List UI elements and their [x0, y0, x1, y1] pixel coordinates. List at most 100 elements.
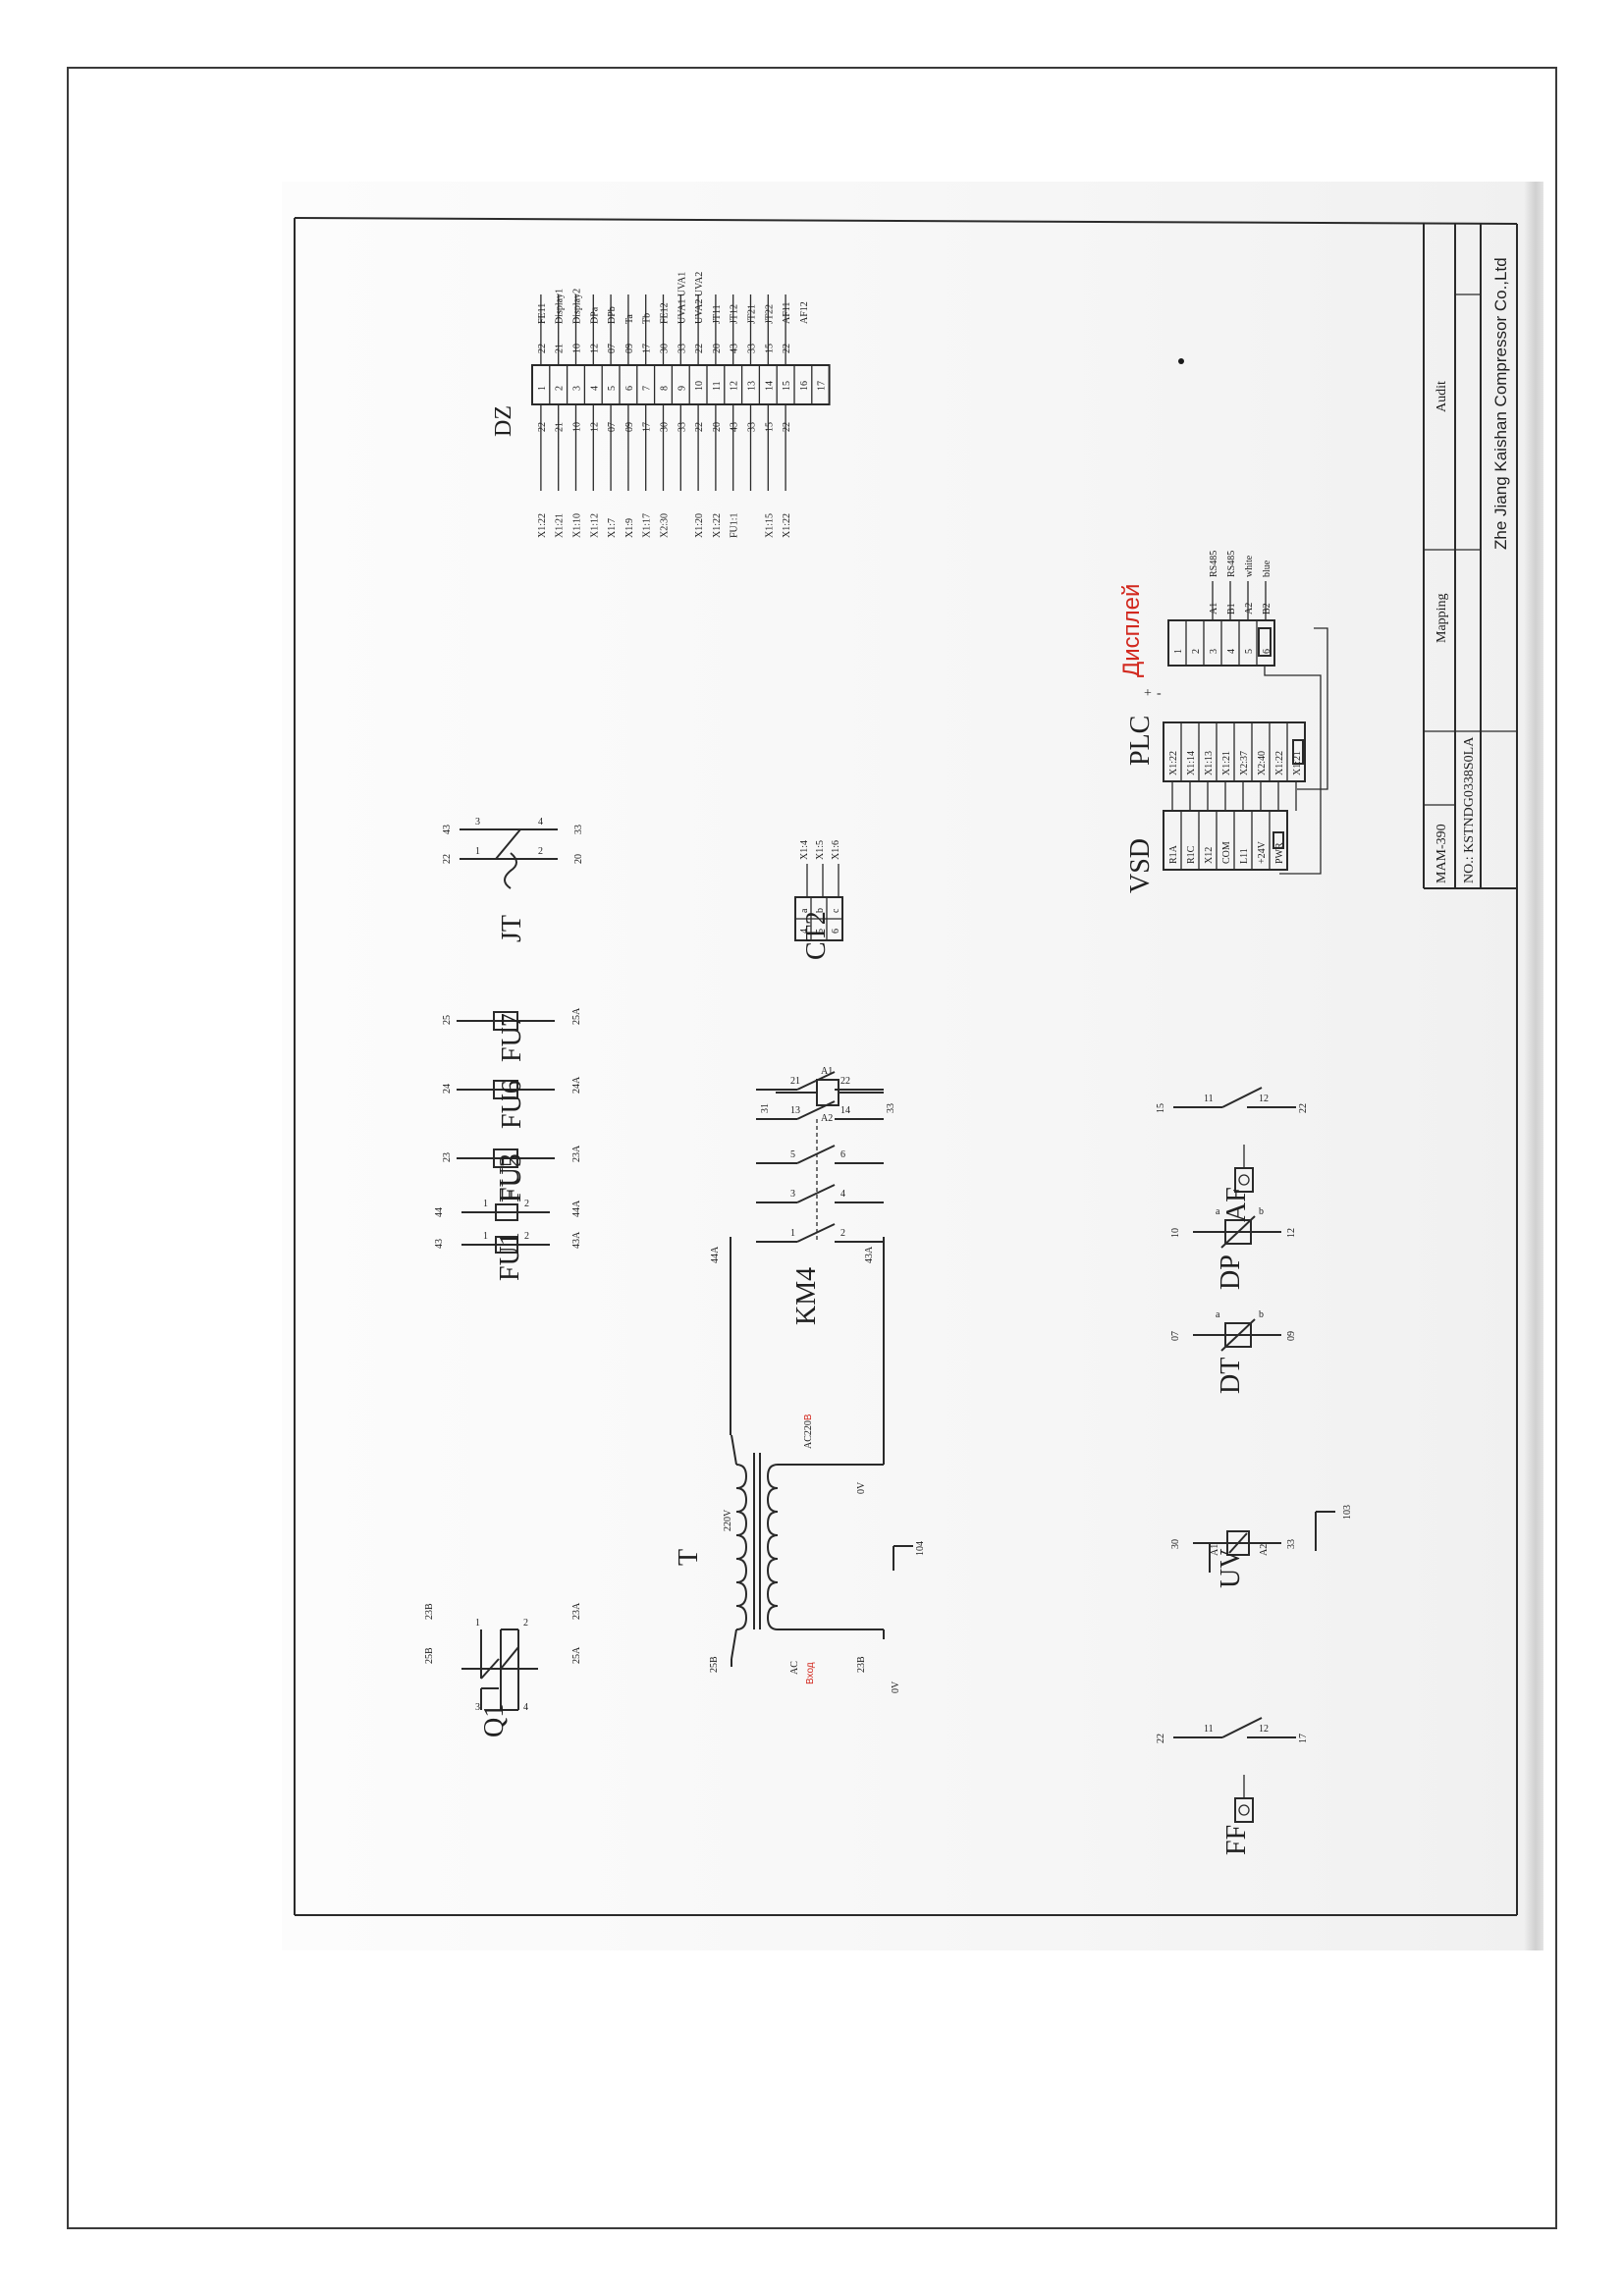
fu5-label: FU5 [497, 1153, 527, 1202]
ct2-label: CT2 [801, 911, 832, 960]
ff-label: FF [1221, 1825, 1252, 1855]
dz-right-label: JT11 [712, 304, 723, 324]
scan-edge-shadow [1524, 182, 1543, 1950]
q1-contact-3: 3 [475, 1702, 480, 1713]
display-terminal: 1 [1173, 649, 1184, 654]
km4-bottom-pin: 22 [840, 1076, 850, 1087]
dp-b: b [1259, 1206, 1264, 1217]
dz-right-label: Display1 [555, 289, 566, 324]
ct2-wire-6: X1:6 [831, 840, 841, 860]
scan-dot [1178, 358, 1184, 364]
audit-label: Audit [1435, 381, 1449, 412]
dz-terminal-number: 8 [660, 386, 671, 391]
km4-contact-blade [796, 1223, 836, 1243]
km4-coil-in: 31 [760, 1103, 771, 1113]
uv-label: UV [1216, 1549, 1246, 1588]
fu2-contact-1: 1 [483, 1199, 488, 1209]
dz-terminal-number: 11 [712, 381, 723, 391]
km4-label: KM4 [791, 1267, 822, 1325]
dz-terminal-number: 9 [677, 386, 687, 391]
display-wire-label: A1 [1209, 603, 1219, 614]
vsd-terminal: X12 [1204, 847, 1215, 864]
uv-a1: A1 [1210, 1544, 1220, 1556]
dz-right-num: 10 [572, 344, 583, 353]
display-wire-label: A2 [1244, 603, 1255, 614]
dz-right-label: AF11 [782, 302, 792, 324]
display-minus: - [1157, 686, 1162, 701]
km4-bottom-pin: 4 [840, 1189, 845, 1200]
q1-pin-bottom-2: 25A [571, 1646, 582, 1664]
dz-left-num: 20 [712, 422, 723, 432]
ct2-term-5: 5 [815, 929, 826, 934]
dz-terminal-number: 5 [607, 386, 618, 391]
vsd-title: VSD [1125, 838, 1156, 893]
display-wire-label: B1 [1226, 603, 1237, 614]
dz-left-num: 43 [730, 422, 740, 432]
km4-coil-a1: A1 [821, 1066, 833, 1077]
dz-terminal-number: 14 [764, 381, 775, 391]
plc-terminal: X2:40 [1257, 751, 1268, 775]
fu7-pin-out: 25A [571, 1007, 582, 1025]
display-plc-cable [1297, 627, 1328, 790]
q1-pin-top-1: 23B [424, 1603, 435, 1620]
dz-terminal-number: 13 [747, 381, 758, 391]
fu1-label: FU1 [495, 1232, 525, 1281]
dz-left-wire-label: X1:15 [764, 513, 775, 538]
dz-right-label: UVA2 UVA2 [694, 272, 705, 324]
transformer-input-label: Вход [805, 1662, 816, 1684]
vsd-terminal: COM [1221, 841, 1232, 864]
vsd-terminal: R1A [1168, 844, 1179, 864]
dz-right-num: 09 [624, 344, 635, 353]
af-label: AF [1221, 1187, 1252, 1222]
display-title: Дисплей [1118, 584, 1145, 677]
transformer-out-top: 44A [710, 1246, 721, 1263]
km4-contact-blade [796, 1184, 836, 1203]
dz-right-num: 07 [607, 344, 618, 353]
page-border [67, 67, 1557, 2229]
dz-terminal-number: 12 [730, 381, 740, 391]
plc-terminal: X1:14 [1186, 751, 1197, 775]
jt-label: JT [497, 915, 527, 942]
dz-right-num: 22 [694, 344, 705, 353]
company-name: Zhe Jiang Kaishan Compressor Co.,Ltd [1491, 257, 1510, 550]
fu1-pin-in: 43 [434, 1239, 445, 1249]
uv-top: 30 [1170, 1539, 1181, 1549]
display-wire-note: blue [1262, 560, 1272, 577]
dz-right-label: FE12 [660, 302, 671, 324]
dz-left-num: 22 [694, 422, 705, 432]
dz-terminal-number: 7 [642, 386, 653, 391]
transformer-primary-bottom: 23B [856, 1656, 867, 1673]
af-contact-12: 12 [1259, 1094, 1269, 1104]
dz-right-num: 20 [712, 344, 723, 353]
transformer-ground-number: 104 [915, 1541, 926, 1556]
plc-connector [1292, 739, 1304, 765]
dz-left-num: 09 [624, 422, 635, 432]
dp-a: a [1216, 1206, 1220, 1217]
uv-a2: A2 [1259, 1544, 1270, 1556]
display-vsd-cable [1264, 666, 1322, 875]
dz-left-wire-label: X1:22 [712, 513, 723, 538]
jt-contact-3: 3 [475, 817, 480, 828]
ff-top: 22 [1156, 1734, 1166, 1743]
fu5-pin-in: 23 [442, 1152, 453, 1162]
drawing-border [294, 217, 1518, 1916]
fu2-contact-2: 2 [524, 1199, 529, 1209]
transformer-ac-voltage-suffix: В [803, 1414, 814, 1420]
dz-right-num: 22 [537, 344, 548, 353]
vsd-terminal: +24V [1257, 840, 1268, 864]
km4-contact-blade [796, 1145, 836, 1164]
dz-left-num: 33 [747, 422, 758, 432]
dz-left-num: 22 [537, 422, 548, 432]
fu1-fu2-fuses: FU1 FU2 43 43A 44 44A 1 2 1 2 [434, 1153, 582, 1281]
uv-bottom: 33 [1286, 1539, 1297, 1549]
dz-right-label: DPa [589, 306, 600, 324]
dz-left-wire-label: X1:21 [555, 513, 566, 538]
dz-left-num: 15 [764, 422, 775, 432]
dt-b: b [1259, 1309, 1264, 1320]
fu2-pin-in: 44 [434, 1207, 445, 1217]
km4-contact-blade [796, 1071, 836, 1091]
km4-coil-out: 33 [886, 1103, 896, 1113]
